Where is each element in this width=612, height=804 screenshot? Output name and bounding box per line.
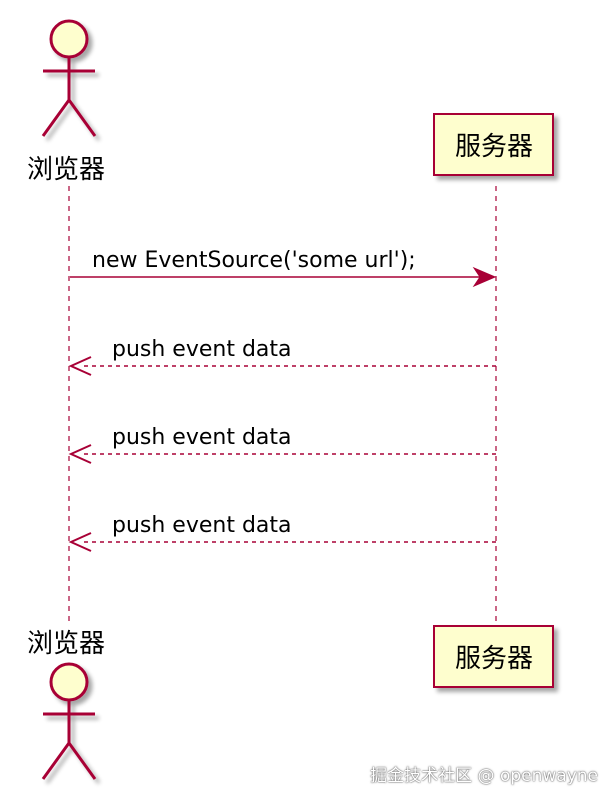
message-1: new EventSource('some url'); — [70, 248, 497, 288]
message-4-label: push event data — [112, 513, 292, 538]
message-3-arrowhead — [68, 444, 92, 464]
server-label-top: 服务器 — [455, 132, 533, 162]
browser-actor-top-icon — [41, 19, 97, 137]
message-2-arrowhead — [68, 356, 92, 376]
message-1-arrowhead — [472, 266, 497, 288]
server-box-top — [433, 113, 554, 176]
message-2: push event data — [68, 337, 496, 376]
browser-actor-bottom-icon — [41, 662, 97, 780]
server-box-bottom — [433, 625, 554, 688]
browser-label-top: 浏览器 — [27, 155, 105, 185]
browser-label-bottom: 浏览器 — [27, 629, 105, 659]
server-label-bottom: 服务器 — [455, 644, 533, 674]
message-1-label: new EventSource('some url'); — [92, 248, 416, 273]
message-4: push event data — [68, 513, 496, 552]
message-4-arrowhead — [68, 532, 92, 552]
message-3-label: push event data — [112, 425, 292, 450]
message-3: push event data — [68, 425, 496, 464]
message-2-label: push event data — [112, 337, 292, 362]
watermark: 掘金技术社区 @ openwayne — [370, 766, 598, 786]
